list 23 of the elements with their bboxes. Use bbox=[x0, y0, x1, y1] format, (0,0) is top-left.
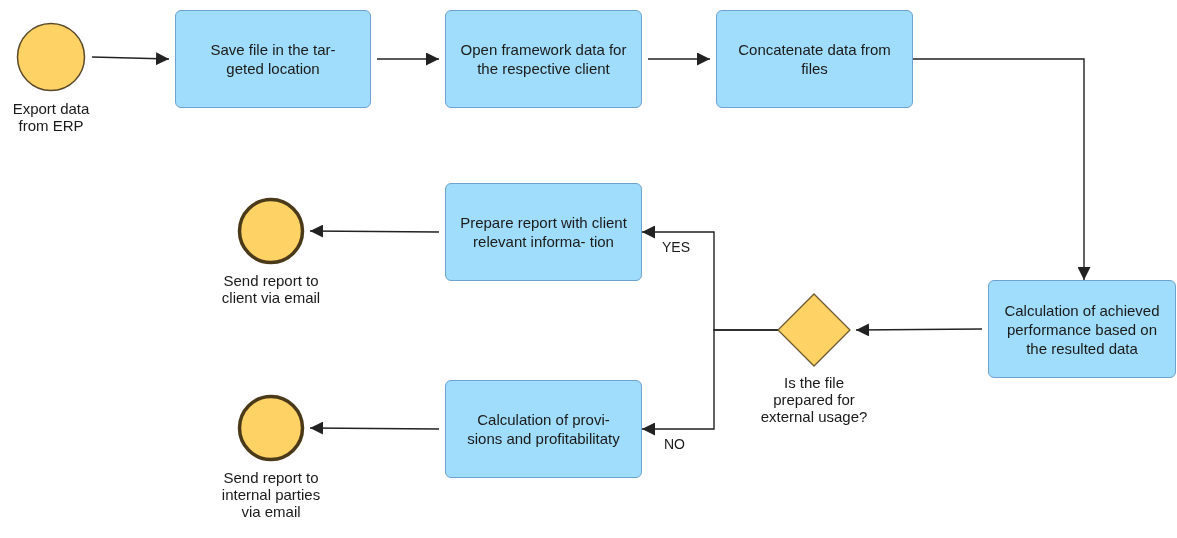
node-caption: Send report to client via email bbox=[220, 272, 322, 306]
event-circle bbox=[235, 195, 307, 267]
arrow bbox=[641, 329, 779, 436]
node-caption: Send report to internal parties via email bbox=[220, 469, 322, 520]
process-box: Concatenate data from files bbox=[716, 10, 913, 108]
edge-label: NO bbox=[662, 436, 687, 452]
decision-diamond bbox=[775, 291, 853, 369]
process-box: Calculation of provi- sions and profitabilitaty bbox=[445, 380, 642, 478]
event-circle bbox=[235, 392, 307, 464]
node-caption: Export data from ERP bbox=[11, 100, 91, 134]
process-box: Open framework data for the respective client bbox=[445, 10, 642, 108]
arrow bbox=[309, 421, 440, 435]
process-box: Calculation of achieved performance based on the resulted data bbox=[988, 280, 1176, 378]
node-caption: Is the file prepared for external usage? bbox=[759, 374, 869, 425]
arrow bbox=[855, 323, 983, 337]
process-box: Save file in the tar- geted location bbox=[175, 10, 371, 108]
arrow bbox=[912, 58, 1091, 281]
process-box: Prepare report with client relevant informa- tion bbox=[445, 183, 642, 281]
arrow bbox=[376, 52, 440, 66]
arrow bbox=[309, 224, 440, 238]
arrow bbox=[91, 52, 170, 66]
edge-label: YES bbox=[660, 239, 692, 255]
arrow bbox=[647, 52, 711, 66]
